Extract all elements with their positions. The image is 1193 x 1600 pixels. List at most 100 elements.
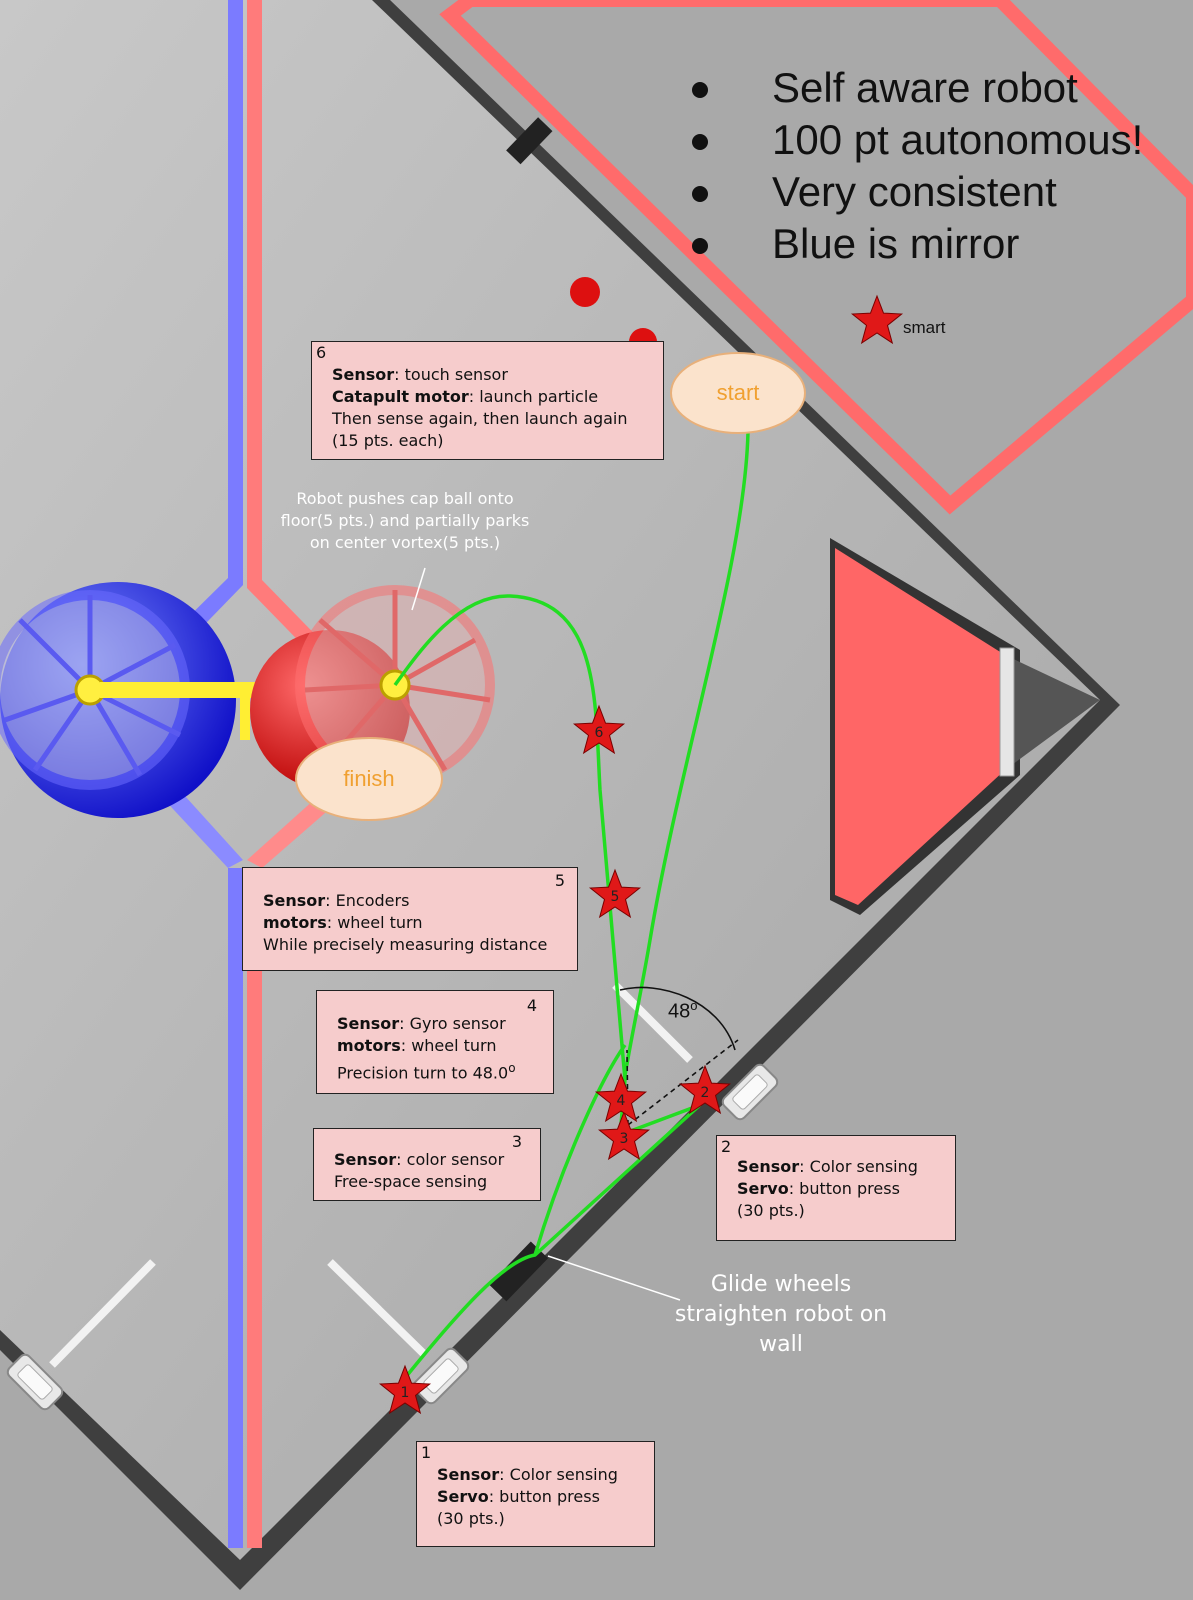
highlight-item: Very consistent <box>690 166 1143 218</box>
step-star-label: 1 <box>401 1385 410 1401</box>
step-star-label: 2 <box>701 1085 710 1101</box>
line-value: : wheel turn <box>400 1036 497 1055</box>
step-line: (30 pts.) <box>737 1200 918 1222</box>
line-value: : wheel turn <box>326 913 423 932</box>
red-line-diag <box>247 790 340 868</box>
line-key: Sensor <box>337 1014 400 1033</box>
step-star-label: 4 <box>617 1093 626 1109</box>
step-star-5: 5 <box>588 868 642 919</box>
cap-ball-note: Robot pushes cap ball onto floor(5 pts.)… <box>272 488 538 554</box>
line-key: Sensor <box>263 891 326 910</box>
line-value: : button press <box>488 1487 600 1506</box>
corner-vortex <box>835 548 1005 905</box>
finish-marker: finish <box>295 737 443 821</box>
step-line: Servo: button press <box>737 1178 918 1200</box>
robot-path <box>393 431 750 1380</box>
blue-line-diag <box>160 785 243 868</box>
line-value: (30 pts.) <box>437 1509 505 1528</box>
line-value: While precisely measuring distance <box>263 935 548 954</box>
start-marker: start <box>670 352 806 434</box>
blue-line-lower <box>228 868 243 1548</box>
step-line: Sensor: Color sensing <box>737 1156 918 1178</box>
wall-block <box>506 117 553 165</box>
step-5-box: 5 Sensor: Encoders motors: wheel turn Wh… <box>242 867 578 971</box>
line-value: Precision turn to 48.0 <box>337 1063 509 1083</box>
step-4-box: 4 Sensor: Gyro sensor motors: wheel turn… <box>316 990 554 1094</box>
step-star-label: 6 <box>595 725 604 741</box>
line-key: Servo <box>737 1179 789 1198</box>
line-key: Sensor <box>737 1157 800 1176</box>
line-key: Catapult motor <box>332 387 469 406</box>
legend-smart-label: smart <box>903 318 946 337</box>
line-value: : Color sensing <box>499 1465 618 1484</box>
step-1-box: 1 Sensor: Color sensing Servo: button pr… <box>416 1441 655 1547</box>
step-2-box: 2 Sensor: Color sensing Servo: button pr… <box>716 1135 956 1241</box>
step-number: 5 <box>554 871 565 890</box>
step-line: Precision turn to 48.0o <box>337 1057 516 1084</box>
highlight-item: Blue is mirror <box>690 218 1143 270</box>
beacon <box>412 1347 470 1405</box>
field-floor <box>0 0 1100 1560</box>
leader-line <box>411 567 426 611</box>
center-vortex-blue <box>0 582 236 818</box>
line-key: motors <box>263 913 327 932</box>
line-key: Sensor <box>334 1150 397 1169</box>
note-line: Glide wheels <box>710 1272 852 1297</box>
step-line: Sensor: Color sensing <box>437 1464 618 1486</box>
step-number: 4 <box>526 996 537 1015</box>
step-line: Free-space sensing <box>334 1171 504 1193</box>
bar-bracket <box>240 696 250 740</box>
step-line: Catapult motor: launch particle <box>332 386 627 408</box>
note-line: floor(5 pts.) and partially parks <box>280 511 530 530</box>
line-value: : button press <box>788 1179 900 1198</box>
corner-vortex-rail <box>999 647 1015 777</box>
step-3-box: 3 Sensor: color sensor Free-space sensin… <box>313 1128 541 1201</box>
corner-vortex-back <box>1005 655 1100 770</box>
note-line: on center vortex(5 pts.) <box>309 533 501 552</box>
particle <box>570 277 600 307</box>
step-star-3: 3 <box>597 1110 651 1161</box>
step-star-label: 3 <box>620 1131 629 1147</box>
step-line: While precisely measuring distance <box>263 934 547 956</box>
degree-mark: o <box>690 998 698 1013</box>
step-number: 6 <box>316 343 327 362</box>
legend-star-icon <box>850 294 904 345</box>
leader-line <box>547 1255 681 1301</box>
line-value: : Gyro sensor <box>399 1014 506 1033</box>
degree-mark: o <box>508 1061 516 1075</box>
step-star-2: 2 <box>678 1064 732 1115</box>
highlight-item: Self aware robot <box>690 62 1143 114</box>
beacon <box>721 1063 779 1121</box>
white-tape <box>49 1259 156 1368</box>
line-value: : launch particle <box>468 387 599 406</box>
step-6-box: 6 Sensor: touch sensor Catapult motor: l… <box>311 341 664 460</box>
step-line: (30 pts.) <box>437 1508 618 1530</box>
line-key: Servo <box>437 1487 489 1506</box>
line-value: (30 pts.) <box>737 1201 805 1220</box>
white-tape <box>612 982 693 1063</box>
red-line-lower <box>247 868 262 1548</box>
line-key: Sensor <box>437 1465 500 1484</box>
line-value: (15 pts. each) <box>332 431 444 450</box>
step-number: 3 <box>511 1132 522 1151</box>
highlights-list: Self aware robot 100 pt autonomous! Very… <box>690 62 1143 270</box>
red-line <box>247 0 340 668</box>
line-value: Free-space sensing <box>334 1172 488 1191</box>
beacon <box>6 1353 64 1411</box>
step-line: Servo: button press <box>437 1486 618 1508</box>
step-star-4: 4 <box>594 1072 648 1123</box>
note-line: wall <box>759 1332 803 1357</box>
line-key: motors <box>337 1036 401 1055</box>
step-line: motors: wheel turn <box>263 912 547 934</box>
blue-line <box>160 0 243 655</box>
step-line: Sensor: color sensor <box>334 1149 504 1171</box>
step-star-label: 5 <box>611 889 620 905</box>
step-line: motors: wheel turn <box>337 1035 516 1057</box>
step-star-1: 1 <box>378 1364 432 1415</box>
highlight-item: 100 pt autonomous! <box>690 114 1143 166</box>
red-corner-zone <box>439 0 1193 515</box>
turn-angle-value: 48 <box>668 1000 691 1023</box>
step-number: 1 <box>421 1443 432 1462</box>
